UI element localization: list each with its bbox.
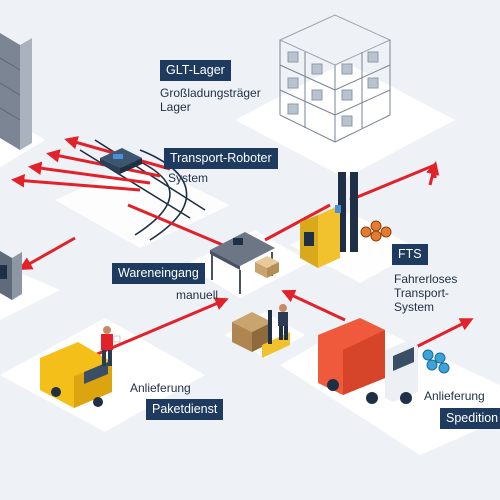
truck-icon (318, 318, 418, 404)
platform-robot (55, 162, 230, 248)
forklift-fts-icon (300, 172, 358, 268)
robot-icon (100, 148, 142, 174)
spedition-label: Spedition (440, 408, 500, 429)
worker-person-icon (278, 304, 288, 340)
glt-lager-desc-2: Lager (160, 100, 191, 114)
wareneingang-label: Wareneingang (112, 263, 205, 284)
pallet-jack-icon (232, 310, 290, 358)
fts-desc-3: System (394, 300, 435, 314)
shelf-rack-icon (278, 14, 392, 143)
package-icon (255, 256, 279, 278)
fts-desc-2: Transport- (394, 286, 449, 300)
transport-roboter-label: Transport-Roboter (164, 148, 278, 169)
glt-lager-desc-1: Großladungsträger (160, 86, 261, 100)
paketdienst-label: Paketdienst (146, 399, 224, 420)
paketdienst-desc: Anlieferung (130, 381, 191, 395)
glt-lager-label: GLT-Lager (160, 60, 231, 81)
fts-label: FTS (392, 244, 428, 265)
building-icon (0, 33, 32, 150)
van-icon (40, 342, 112, 408)
platform-wareneingang (185, 230, 310, 298)
courier-person-icon (101, 326, 121, 366)
wareneingang-desc: manuell (176, 288, 219, 302)
cable-reel-icon (360, 220, 392, 242)
spedition-desc: Anlieferung (424, 389, 485, 403)
fts-desc-1: Fahrerloses (394, 272, 458, 286)
flow-arrows (10, 136, 474, 357)
transport-roboter-desc: System (168, 171, 209, 185)
machine-icon (0, 250, 22, 300)
cable-reel-pallet-icon (422, 349, 450, 374)
